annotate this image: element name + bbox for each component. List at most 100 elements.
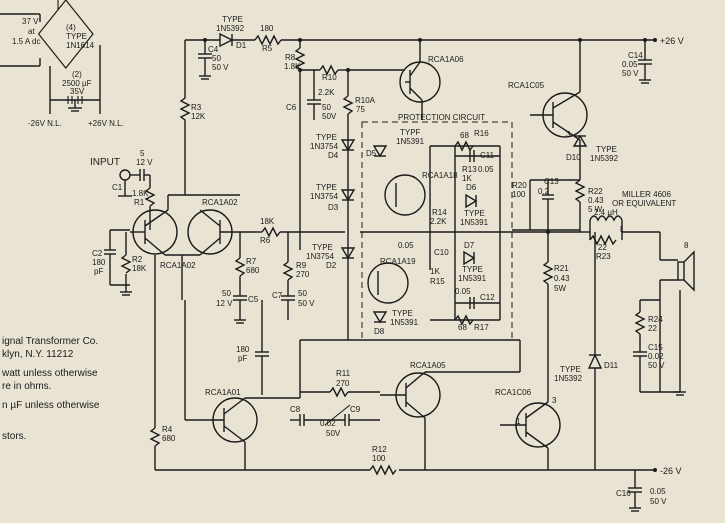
c7-voltage: 50 V <box>298 299 315 308</box>
c16-value: 0.05 <box>650 487 666 496</box>
r8-value: 1.8K <box>284 62 301 71</box>
c2-label: C2 <box>92 249 103 258</box>
r3-resistor: R3 12K <box>179 95 206 195</box>
q-rca1a05-label: RCA1A05 <box>410 361 446 370</box>
c14-capacitor: C14 0.05 50 V <box>622 40 652 84</box>
r2-label: R2 <box>132 255 143 264</box>
power-supply: 37 V at 1.5 A dc (4) TYPE 1N1614 (2) 250… <box>0 0 124 128</box>
r10a-label: R10A <box>355 96 376 105</box>
r8-r10-network: R8 1.8K R10 2.2K R10A 75 C6 50 50V <box>284 40 405 340</box>
negative-rail: R4 680 R12 100 -26 V C16 0.05 50 V <box>149 255 682 512</box>
input-label: INPUT <box>90 157 120 168</box>
pin-1-label: 1 <box>516 417 521 426</box>
pin-3b-label: 3 <box>552 396 557 405</box>
r5-label: R5 <box>262 44 273 53</box>
d3-label: D3 <box>328 203 339 212</box>
r24-value: 22 <box>648 324 657 333</box>
r22-watt: 5 W <box>588 205 603 214</box>
r22-value: 0.43 <box>588 196 604 205</box>
d10-type: TYPE <box>596 145 617 154</box>
r13-label: R13 <box>462 165 477 174</box>
r9-label: R9 <box>296 261 307 270</box>
d4-type: TYPE <box>316 133 337 142</box>
r10-label: R10 <box>322 73 337 82</box>
r3-value: 12K <box>191 112 206 121</box>
bridge-part: 1N1614 <box>66 41 95 50</box>
r12-value: 100 <box>372 454 386 463</box>
output-upper-network: D10 TYPE 1N5392 R20 100 C13 0.2 R22 0.43… <box>512 134 619 232</box>
protection-label: PROTECTION CIRCUIT <box>398 113 485 122</box>
d8-type: TYPE <box>392 309 413 318</box>
c11-label: C11 <box>480 151 495 160</box>
note-line-6: stors. <box>2 431 26 442</box>
q-rca1c06-label: RCA1C06 <box>495 388 532 397</box>
supply-current: 1.5 A dc <box>12 37 40 46</box>
bridge-type-label: TYPE <box>66 32 87 41</box>
d10-label: D10 <box>566 153 581 162</box>
c10-label: C10 <box>434 248 449 257</box>
cap-count: (2) <box>72 70 82 79</box>
c9-voltage: 50V <box>326 429 341 438</box>
d7-label: D7 <box>464 241 475 250</box>
r16-value: 68 <box>460 131 469 140</box>
r9-value: 270 <box>296 270 310 279</box>
differential-pair: RCA1A02 RCA1A02 18K R6 <box>130 194 345 300</box>
c13-value: 0.2 <box>538 187 550 196</box>
d6-label: D6 <box>466 183 477 192</box>
q-rca1c05-label: RCA1C05 <box>508 81 545 90</box>
r20-label: R20 <box>512 181 527 190</box>
rail-plus-label: +26 V <box>660 36 684 46</box>
r23-label: R23 <box>596 252 611 261</box>
c9-label: C9 <box>350 405 361 414</box>
r7-label: R7 <box>246 257 257 266</box>
d7-part: 1N5391 <box>458 274 487 283</box>
r6-value: 18K <box>260 217 275 226</box>
d5-type: TYPF <box>400 128 421 137</box>
r2-value: 18K <box>132 264 147 273</box>
d4-part: 1N3754 <box>310 142 339 151</box>
r17-label: R17 <box>474 323 489 332</box>
d1-part: 1N5392 <box>216 24 245 33</box>
c8-label: C8 <box>290 405 301 414</box>
c4-label: C4 <box>208 45 219 54</box>
miller-label: MILLER 4606 <box>622 190 671 199</box>
c9-value: 0.02 <box>320 419 336 428</box>
d7-type: TYPE <box>462 265 483 274</box>
bias-diode-string: TYPE 1N3754 D4 TYPE 1N3754 D3 TYPE 1N375… <box>306 133 356 270</box>
inductor-value: 2.4 µH <box>594 208 618 217</box>
note-line-4: re in ohms. <box>2 381 51 392</box>
c7-value: 50 <box>298 289 307 298</box>
c1-label: C1 <box>112 183 123 192</box>
d5-label: D5 <box>366 149 377 158</box>
c13-label: C13 <box>544 177 559 186</box>
r11-value: 270 <box>336 379 350 388</box>
transistor-rca1c05: RCA1C05 3 <box>508 40 588 180</box>
r10-value: 2.2K <box>318 88 335 97</box>
cap-voltage: 35V <box>70 87 85 96</box>
positive-rail: +26 V TYPE 1N5392 D1 180 R5 C4 50 50 V <box>184 15 684 95</box>
r24-label: R24 <box>648 315 663 324</box>
q-rca1a18-label: RCA1A18 <box>422 171 458 180</box>
d3-part: 1N3754 <box>310 192 339 201</box>
r11-c8-c9: R11 270 C8 C9 0.02 50V <box>290 369 380 438</box>
r6-label: R6 <box>260 236 271 245</box>
c14-voltage: 50 V <box>622 69 639 78</box>
c-005b: 0.05 <box>455 287 471 296</box>
transistor-rca1a06: RCA1A06 <box>399 40 464 120</box>
r12-label: R12 <box>372 445 387 454</box>
note-line-5: n µF unless otherwise <box>2 400 100 411</box>
d2-label: D2 <box>326 261 337 270</box>
transistor-rca1c06: RCA1C06 1 3 <box>495 350 561 470</box>
r13-value: 1K <box>462 174 472 183</box>
d11-part: 1N5392 <box>554 374 583 383</box>
c2-unit: pF <box>94 267 103 276</box>
d2-part: 1N3754 <box>306 252 335 261</box>
r16-label: R16 <box>474 129 489 138</box>
r4-value: 680 <box>162 434 176 443</box>
note-line-3: watt unless otherwise <box>1 368 98 379</box>
transistor-rca1a05: RCA1A05 <box>380 340 521 470</box>
protection-circuit: PROTECTION CIRCUIT D5 TYPF 1N5391 68 R16… <box>361 113 513 341</box>
r4-label: R4 <box>162 425 173 434</box>
r14-value: 2.2K <box>430 217 447 226</box>
